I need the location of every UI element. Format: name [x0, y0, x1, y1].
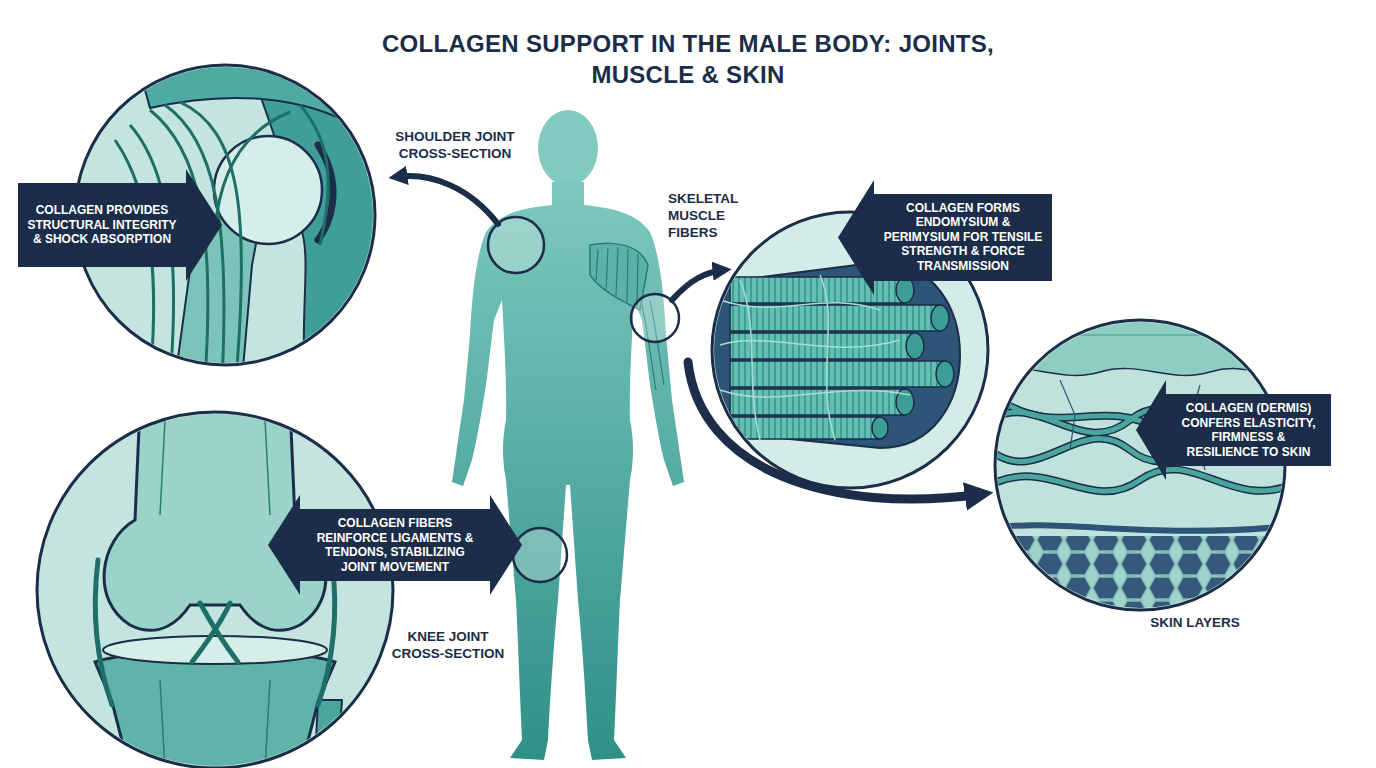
- callout-shape: [838, 180, 1052, 295]
- muscle-illustration-part-part-part: [730, 417, 880, 439]
- title: COLLAGEN SUPPORT IN THE MALE BODY: JOINT…: [378, 28, 998, 90]
- part-label: SHOULDER JOINT CROSS-SECTION: [380, 128, 530, 162]
- shoulder-illustration-part-part-part: [300, 105, 328, 245]
- pointer-arrow-part: [396, 176, 498, 224]
- muscle-illustration-part-part-part: [820, 275, 835, 440]
- knee-illustration-part-part: [160, 420, 270, 768]
- knee-illustration-part-part-part: [95, 560, 112, 705]
- callout-arrow: COLLAGEN FIBERS REINFORCE LIGAMENTS & TE…: [268, 495, 522, 595]
- pointer-arrow-part: [672, 270, 724, 300]
- callout-text: COLLAGEN PROVIDES STRUCTURAL INTEGRITY &…: [26, 203, 178, 247]
- callout-text-block: COLLAGEN (DERMIS) CONFERS ELASTICITY, FI…: [1166, 394, 1331, 466]
- callout-text-block: COLLAGEN FORMS ENDOMYSIUM & PERIMYSIUM F…: [874, 194, 1052, 281]
- knee-illustration-part-part-part: [192, 603, 230, 662]
- body-silhouette-part: [538, 110, 598, 186]
- callout-text-block: COLLAGEN PROVIDES STRUCTURAL INTEGRITY &…: [18, 183, 186, 267]
- muscle-illustration-part-part-part: [906, 333, 924, 359]
- shoulder-illustration-part-part: [214, 136, 322, 244]
- muscle-illustration-part-part-part: [872, 417, 888, 439]
- body-silhouette-part-part: [596, 250, 598, 280]
- callout-text: COLLAGEN FIBERS REINFORCE LIGAMENTS & TE…: [308, 516, 482, 574]
- knee-illustration-part-part-part: [160, 680, 165, 768]
- knee-illustration-part-part-part: [160, 420, 165, 515]
- muscle-illustration-part-part: [730, 277, 954, 439]
- muscle-illustration-part-part-part: [720, 340, 900, 347]
- muscle-illustration-part-part-part: [931, 305, 949, 331]
- pointer-arrow-part: [688, 362, 982, 499]
- part-label: SKELETAL MUSCLE FIBERS: [668, 190, 752, 241]
- muscle-illustration-part-part-part: [730, 361, 945, 387]
- callout-text: COLLAGEN (DERMIS) CONFERS ELASTICITY, FI…: [1174, 401, 1323, 459]
- part-label: SKIN LAYERS: [1140, 614, 1250, 631]
- muscle-illustration-part-part-part: [740, 280, 760, 440]
- skin-illustration-part-part: [990, 334, 1300, 336]
- muscle-illustration-part-part-part: [720, 300, 880, 310]
- knee-illustration: [37, 405, 393, 768]
- callout-arrow: COLLAGEN (DERMIS) CONFERS ELASTICITY, FI…: [1136, 380, 1331, 480]
- skin-illustration-part-part-part: [990, 469, 1290, 491]
- body-silhouette-part-part: [606, 248, 608, 290]
- knee-illustration-part: [95, 405, 342, 768]
- label-block: KNEE JOINT CROSS-SECTION: [385, 628, 511, 662]
- callout-shape: [268, 495, 522, 595]
- part-label: KNEE JOINT CROSS-SECTION: [385, 628, 511, 662]
- label-block: SHOULDER JOINT CROSS-SECTION: [380, 128, 530, 162]
- callout-text: COLLAGEN FORMS ENDOMYSIUM & PERIMYSIUM F…: [882, 201, 1044, 274]
- muscle-illustration-part-part-part: [730, 277, 905, 303]
- skin-illustration-part-part-part: [990, 469, 1290, 491]
- body-silhouette-part-part: [627, 249, 628, 302]
- skin-illustration-part-part-part: [1060, 380, 1075, 450]
- callout-text-block: COLLAGEN FIBERS REINFORCE LIGAMENTS & TE…: [300, 509, 490, 581]
- body-silhouette-part: [452, 182, 684, 760]
- focus-marker-part: [513, 528, 567, 582]
- muscle-illustration-part-part-part: [730, 305, 940, 331]
- knee-illustration-part-part-part: [265, 420, 270, 515]
- body-silhouette-part-part: [637, 254, 638, 306]
- muscle-illustration-part-part-part: [936, 361, 954, 387]
- title-block: COLLAGEN SUPPORT IN THE MALE BODY: JOINT…: [378, 28, 998, 90]
- muscle-illustration-part-part: [700, 262, 960, 448]
- knee-illustration-part-part: [103, 636, 327, 664]
- skin-illustration-part-part: [990, 536, 1300, 616]
- muscle-illustration-part-part: [720, 275, 910, 440]
- knee-illustration-part-part: [95, 651, 335, 768]
- knee-illustration-part: [37, 412, 393, 768]
- callout-shape: [18, 169, 222, 281]
- muscle-illustration-part-part-part: [720, 390, 910, 397]
- callout-arrow: COLLAGEN PROVIDES STRUCTURAL INTEGRITY &…: [18, 169, 222, 281]
- shoulder-illustration-part-part-part: [215, 112, 290, 230]
- body-silhouette-part-part: [616, 247, 618, 296]
- knee-illustration-part-part-part: [265, 680, 270, 768]
- skin-illustration-part-part: [990, 525, 1290, 531]
- muscle-illustration-part-part-part: [896, 277, 914, 303]
- muscle-illustration-part: [700, 262, 960, 448]
- callout-shape: [1136, 380, 1331, 480]
- knee-illustration-part-part-part: [318, 560, 335, 705]
- callout-arrow: COLLAGEN FORMS ENDOMYSIUM & PERIMYSIUM F…: [838, 180, 1052, 295]
- label-block: SKELETAL MUSCLE FIBERS: [668, 190, 752, 241]
- knee-illustration-part-part-part: [200, 603, 238, 662]
- focus-marker: [488, 217, 679, 582]
- label-block: SKIN LAYERS: [1140, 614, 1250, 631]
